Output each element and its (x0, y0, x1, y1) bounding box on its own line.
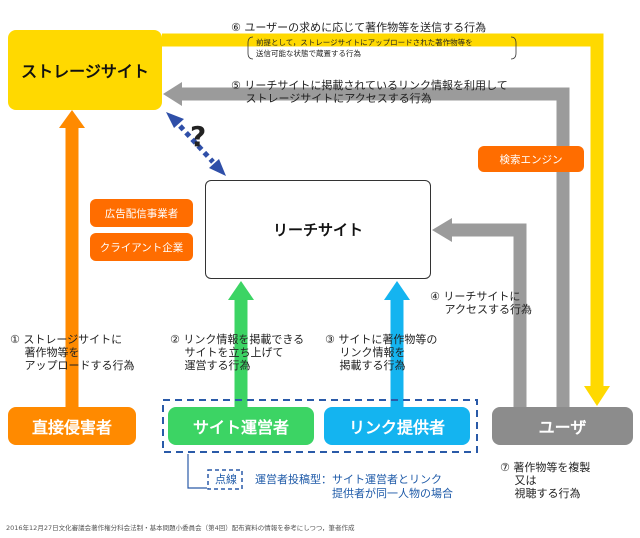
arrow-send-to-user (162, 33, 604, 388)
arrowhead-access-storage (163, 82, 182, 106)
step2-label: ② リンク情報を掲載できる サイトを立ち上げて 運営する行為 (170, 333, 305, 372)
step5-label: ⑤ リーチサイトに掲載されているリンク情報を利用して ストレージサイトにアクセス… (231, 79, 508, 105)
site-operator-node: サイト運営者 (168, 407, 314, 445)
question-mark: ? (190, 120, 207, 153)
arrowhead-post-links (384, 281, 410, 300)
step6-note: 前提として，ストレージサイトにアップロードされた著作物等を 送信可能な状態で蔵置… (256, 38, 473, 58)
reach-site-node: リーチサイト (205, 180, 431, 279)
search-engine-tag: 検索エンジン (478, 146, 584, 172)
legend-connector (187, 454, 207, 489)
user-label: ユーザ (538, 418, 587, 437)
step3-label: ③ サイトに著作物等の リンク情報を 掲載する行為 (325, 333, 438, 372)
step4-label: ④ リーチサイトに アクセスする行為 (430, 290, 532, 316)
arrow-access-reach (450, 223, 527, 407)
arrowhead-access-reach (432, 218, 452, 242)
source-footer: 2016年12月27日文化審議会著作権分科会法制・基本問題小委員会（第4回）配布… (6, 524, 355, 532)
note-bracket-right (510, 36, 517, 60)
client-company-tag: クライアント企業 (90, 233, 193, 261)
direct-infringer-label: 直接侵害者 (31, 418, 112, 437)
arrowhead-operate (228, 281, 254, 300)
arrowhead-upload (59, 110, 85, 128)
step6-label: ⑥ ユーザーの求めに応じて著作物等を送信する行為 (231, 21, 487, 34)
direct-infringer-node: 直接侵害者 (8, 407, 136, 445)
arrow-access-storage (180, 87, 570, 407)
legend-dashed-label: 点線 (215, 473, 237, 486)
legend-dashed-box (207, 469, 243, 490)
user-node: ユーザ (492, 407, 633, 445)
storage-site-node: ストレージサイト (8, 30, 162, 110)
relation-unknown-line (178, 124, 215, 164)
ad-distributor-tag: 広告配信事業者 (90, 199, 193, 227)
reach-site-label: リーチサイト (272, 221, 363, 239)
step1-label: ① ストレージサイトに 著作物等を アップロードする行為 (10, 333, 135, 372)
arrowhead-send-to-user (584, 386, 610, 406)
legend-note: 運営者投稿型：サイト運営者とリンク 提供者が同一人物の場合 (255, 473, 453, 500)
link-provider-node: リンク提供者 (324, 407, 470, 445)
step7-label: ⑦ 著作物等を複製 又は 視聴する行為 (500, 461, 591, 500)
link-provider-label: リンク提供者 (348, 418, 445, 437)
storage-site-label: ストレージサイト (21, 62, 149, 81)
relation-arrowhead-storage (166, 112, 184, 128)
same-person-group (162, 399, 478, 453)
note-bracket-left (247, 36, 254, 60)
site-operator-label: サイト運営者 (192, 418, 289, 437)
relation-arrowhead-reach (209, 159, 226, 176)
